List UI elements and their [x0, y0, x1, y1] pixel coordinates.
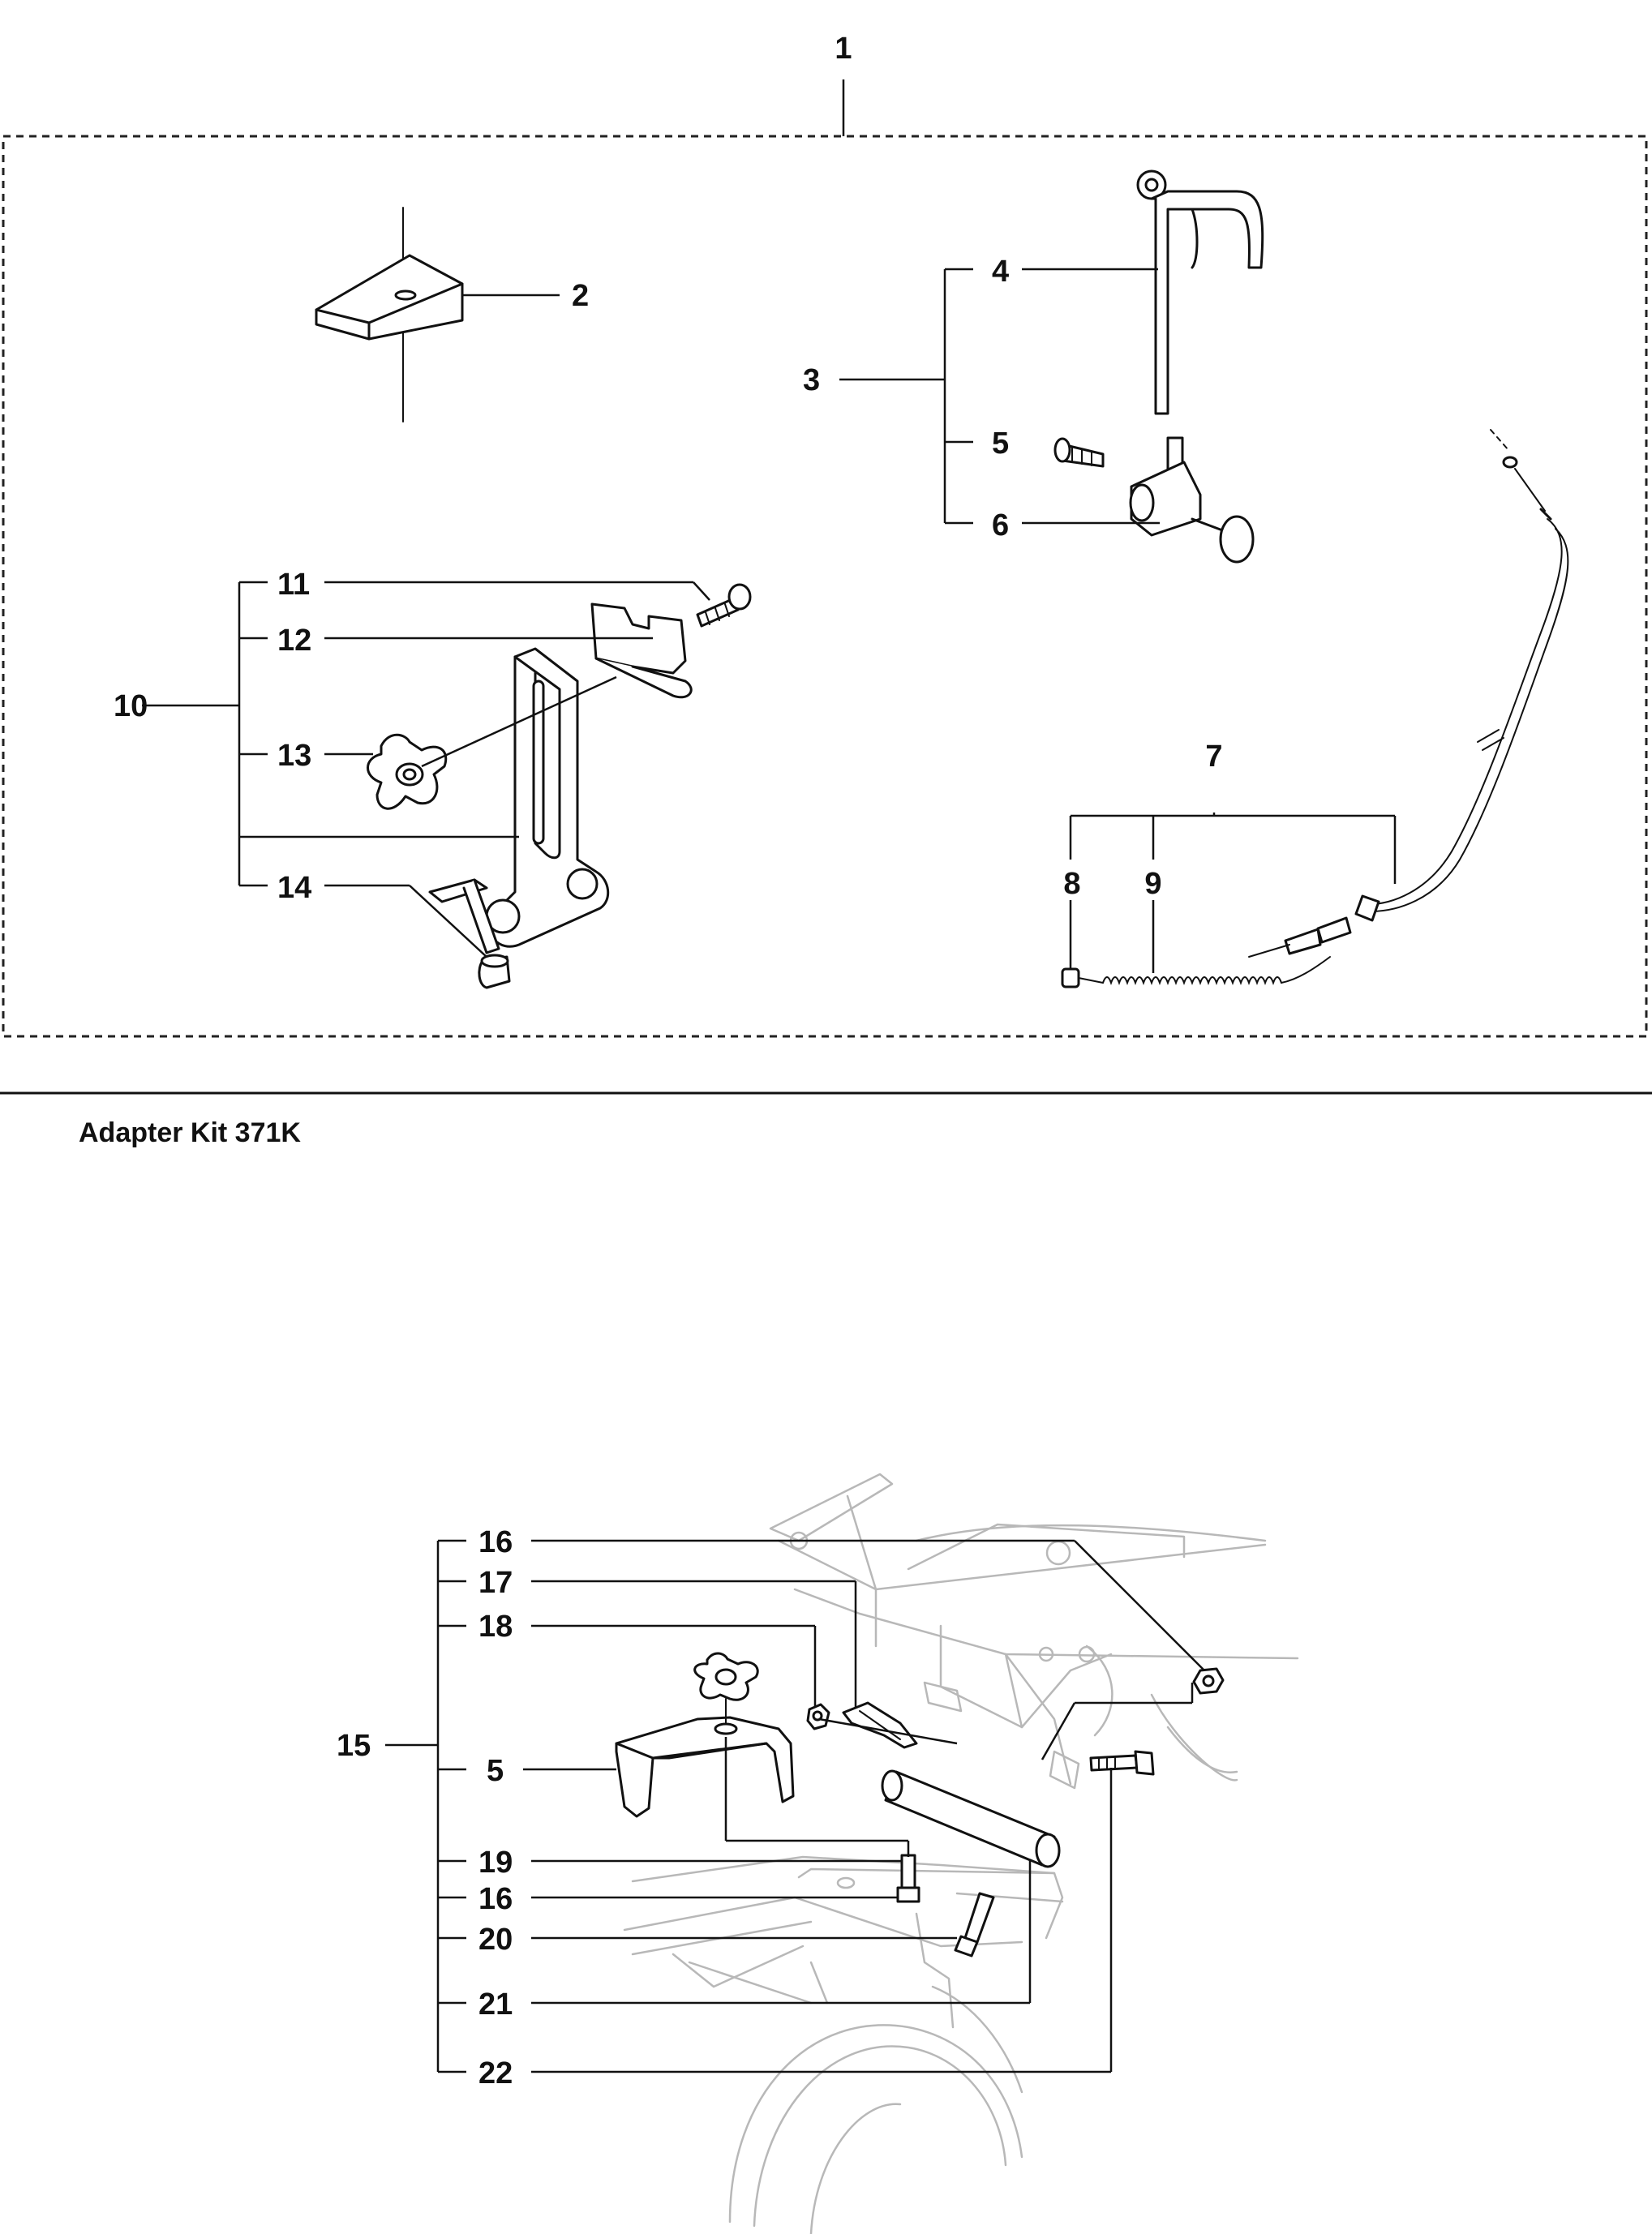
callout-16a: 16 [478, 1525, 513, 1559]
callout-1: 1 [835, 32, 852, 66]
part-7-cable [1061, 429, 1569, 988]
machine-outline [623, 1473, 1299, 2234]
callout-8: 8 [1063, 867, 1080, 901]
part-2-bracket [315, 207, 560, 422]
callout-22: 22 [478, 2056, 513, 2090]
part-10-bracket-assembly [367, 583, 752, 989]
callout-9: 9 [1144, 867, 1161, 901]
callout-14: 14 [277, 871, 311, 905]
part-20-bolt [954, 1892, 995, 1957]
callout-11: 11 [277, 568, 310, 602]
callout-13: 13 [277, 739, 311, 773]
kit-dashed-border [2, 135, 1648, 1038]
callout-16b: 16 [478, 1882, 513, 1916]
kit-15-group: 15 16 17 18 5 19 16 20 21 22 [337, 1473, 1299, 2234]
callout-7: 7 [1205, 740, 1222, 774]
kit-1-group: 1 2 [2, 32, 1648, 1038]
part-18-nut [806, 1703, 830, 1730]
part-22-bolt [1089, 1750, 1155, 1776]
callout-18: 18 [478, 1610, 513, 1644]
part-21-tube [881, 1769, 1061, 1868]
callout-4: 4 [992, 255, 1009, 289]
part-16-nut [1192, 1667, 1225, 1695]
callout-17: 17 [478, 1566, 513, 1600]
part-5-bracket [615, 1652, 795, 1818]
callout-5: 5 [992, 427, 1009, 461]
callout-15: 15 [337, 1729, 371, 1763]
callout-21: 21 [478, 1987, 513, 2022]
kit-title: Adapter Kit 371K [79, 1117, 301, 1148]
callout-19: 19 [478, 1846, 513, 1880]
callout-6: 6 [992, 508, 1009, 542]
callout-2: 2 [572, 279, 589, 313]
callout-3: 3 [803, 363, 820, 397]
callout-20: 20 [478, 1923, 513, 1957]
part-19-bolt [896, 1854, 920, 1903]
callout-10: 10 [114, 689, 148, 723]
callout-5b: 5 [487, 1754, 504, 1788]
part-3-rod-assembly [1053, 169, 1264, 564]
callout-12: 12 [277, 624, 311, 658]
